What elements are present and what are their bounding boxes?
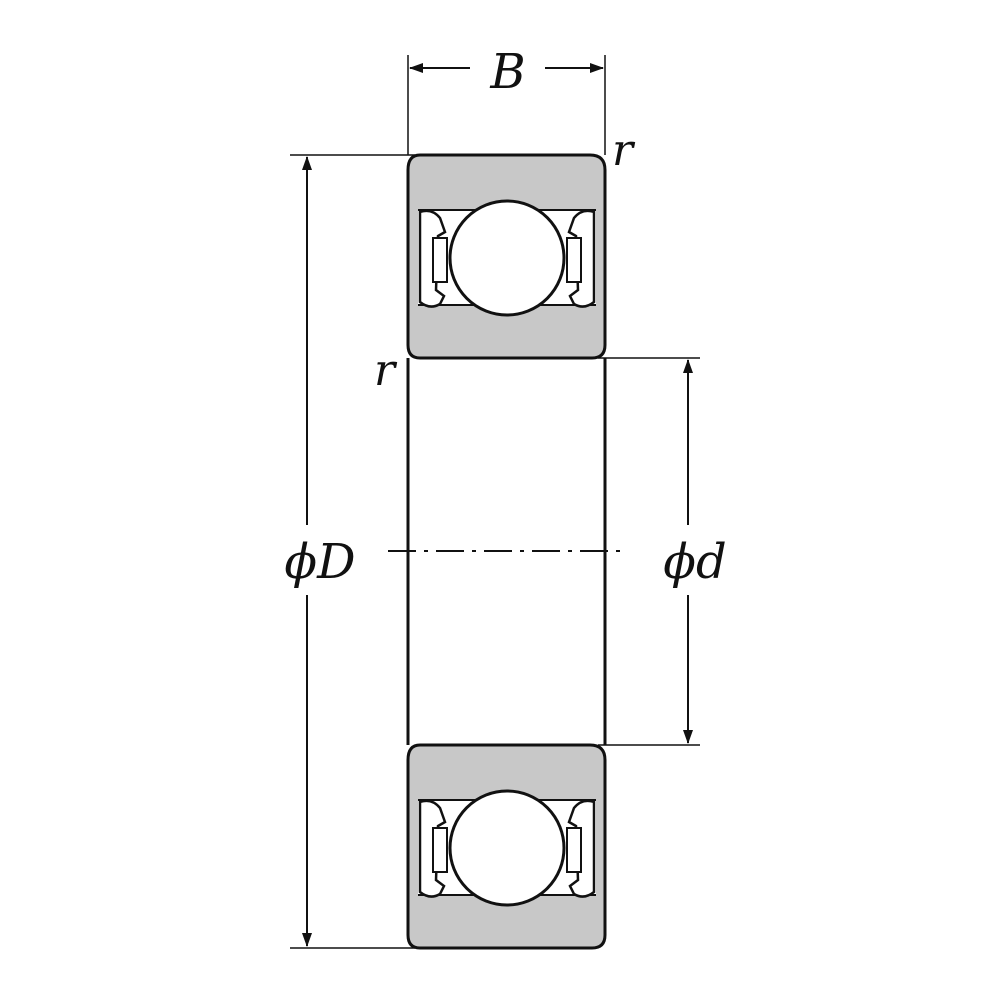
width-label: B xyxy=(489,44,525,100)
outer-diameter-label: ϕD xyxy=(284,534,355,590)
outer-fillet-label: r xyxy=(612,125,636,176)
upper-ring-section xyxy=(406,153,607,360)
lower-ring-section xyxy=(406,743,607,950)
inner-fillet-label: r xyxy=(374,345,398,396)
bore-diameter-label: ϕd xyxy=(663,534,726,590)
